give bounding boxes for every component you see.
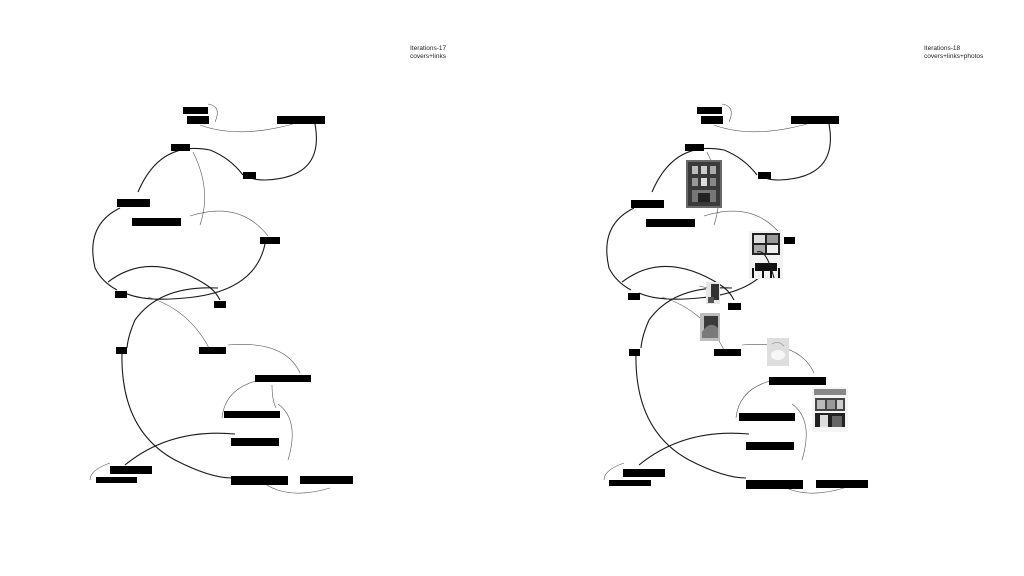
link: [606, 207, 635, 291]
cover-block: [132, 218, 181, 226]
cover-block: [746, 442, 794, 450]
cover-block: [300, 476, 353, 484]
cover-block: [784, 237, 795, 244]
right-panel-title: Iterations-18 covers+links+photos: [924, 45, 983, 61]
cover-block: [769, 377, 826, 385]
cover-block: [746, 480, 803, 489]
cover-block: [199, 347, 226, 354]
cover-block: [277, 116, 325, 124]
link: [107, 265, 221, 301]
cover-block: [110, 466, 152, 474]
right-subtitle-text: covers+links+photos: [924, 53, 984, 60]
left-subtitle-text: covers+links: [410, 53, 446, 60]
link: [192, 151, 205, 226]
link: [124, 432, 236, 466]
cover-block: [758, 172, 771, 179]
cover-block: [255, 375, 311, 382]
link: [189, 210, 269, 237]
statue-photo: [706, 282, 720, 304]
link: [761, 123, 831, 181]
cover-block: [685, 144, 704, 151]
link: [713, 121, 815, 133]
link: [199, 121, 301, 133]
link: [92, 207, 121, 291]
cover-block: [728, 303, 741, 310]
cover-block: [224, 411, 280, 418]
link: [207, 103, 218, 123]
link: [703, 210, 783, 237]
link: [124, 243, 266, 300]
cover-block: [214, 301, 226, 308]
link: [247, 123, 317, 181]
window-chair-photo: [749, 231, 783, 279]
cover-block: [243, 172, 256, 179]
link: [621, 265, 735, 301]
link: [264, 483, 331, 494]
cover-block: [791, 116, 839, 124]
cover-block: [628, 293, 640, 300]
building-facade-photo: [686, 160, 722, 208]
link: [221, 379, 261, 419]
cover-block: [260, 237, 280, 244]
link: [698, 285, 708, 289]
cover-block: [231, 476, 288, 485]
cover-block: [697, 107, 722, 114]
cover-block: [739, 413, 795, 421]
cover-block: [623, 469, 665, 477]
cover-block: [231, 438, 279, 446]
link: [277, 403, 293, 461]
right-diagram: [603, 103, 868, 494]
left-panel-title: Iterations-17 covers+links: [410, 45, 446, 61]
left-diagram: [89, 103, 353, 494]
link: [147, 296, 211, 351]
link: [89, 462, 111, 481]
link: [756, 250, 775, 279]
left-title-text: Iterations-17: [410, 45, 447, 52]
right-title-text: Iterations-18: [924, 45, 961, 52]
cover-block: [701, 116, 723, 124]
cover-block: [714, 349, 741, 356]
cover-block: [96, 477, 137, 483]
cover-block: [187, 116, 209, 124]
link: [638, 432, 750, 466]
link: [126, 287, 219, 349]
cover-block: [171, 144, 190, 151]
light-object-photo: [767, 338, 789, 366]
link: [603, 462, 625, 481]
link: [640, 287, 733, 349]
cover-block: [816, 480, 868, 488]
link: [137, 147, 244, 193]
link: [227, 344, 301, 374]
link: [791, 403, 807, 461]
link: [121, 351, 233, 479]
link: [721, 103, 732, 123]
cover-block: [183, 107, 208, 114]
link: [635, 351, 747, 479]
cover-block: [631, 200, 664, 208]
cover-block: [115, 291, 127, 298]
link: [735, 379, 775, 419]
hand-photo: [700, 313, 720, 341]
link: [651, 147, 758, 193]
cover-block: [629, 349, 640, 356]
cover-block: [609, 480, 651, 486]
link: [271, 384, 277, 409]
shopfront-photo: [812, 387, 848, 432]
cover-block: [116, 347, 127, 354]
cover-block: [117, 199, 150, 207]
cover-block: [646, 219, 695, 227]
